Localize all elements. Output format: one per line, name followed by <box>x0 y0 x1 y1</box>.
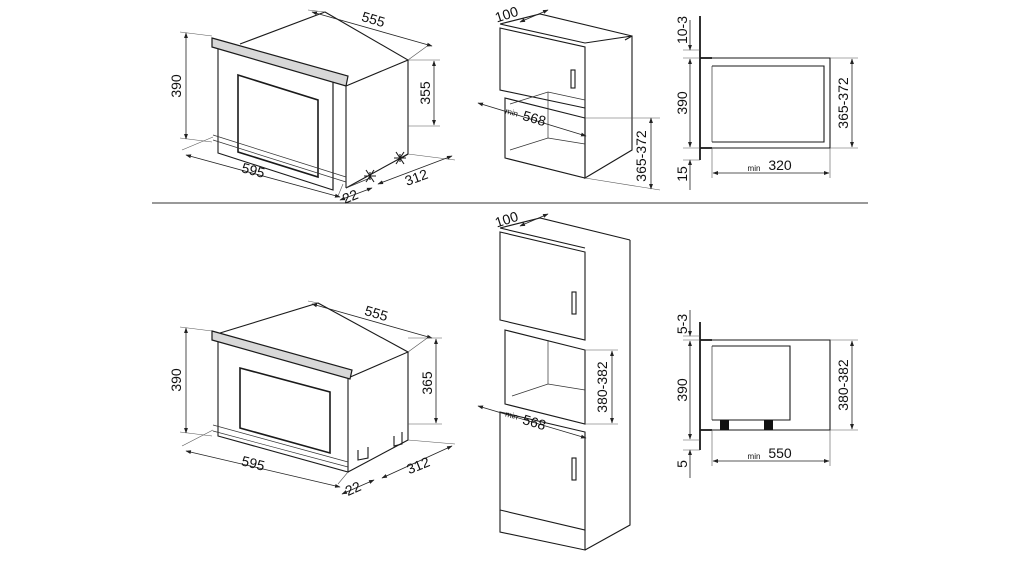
dim-section-gap-top-bottom: 5-3 <box>674 310 700 341</box>
dim-section-niche-height-bottom: 380-382 <box>830 339 858 431</box>
dim-label-section-depth-top: 320 <box>768 157 792 173</box>
dim-door-top: 22 <box>339 186 373 207</box>
dim-cabinet-depth-top: 312 <box>377 153 456 189</box>
dim-label-section-niche-height-bottom: 380-382 <box>835 359 851 411</box>
section-top <box>699 16 831 160</box>
dim-label-depth-top: 555 <box>360 8 387 30</box>
dim-label-section-height-bottom: 390 <box>674 378 690 402</box>
dim-label-cabinet-top-offset-bottom: 100 <box>493 208 520 231</box>
dim-width-bottom: 595 <box>181 429 349 488</box>
dim-height-top: 390 <box>168 31 213 143</box>
dim-min-label-niche-top: min <box>504 106 519 118</box>
dim-label-width-bottom: 595 <box>240 453 267 474</box>
cabinet-iso-top <box>499 13 633 179</box>
dim-label-section-gap-top-top: 10-3 <box>674 16 690 44</box>
dim-label-cabinet-depth-top: 312 <box>403 166 431 189</box>
dim-label-niche-width-bottom: 568 <box>521 411 548 433</box>
dim-niche-width-top: min 568 <box>477 102 587 137</box>
dim-label-section-depth-bottom: 550 <box>768 445 792 461</box>
dim-section-height-bottom: 390 <box>674 340 700 441</box>
cabinet-iso-bottom <box>499 217 631 551</box>
dim-depth-top: 555 <box>307 8 433 61</box>
dim-label-section-niche-height-top: 365-372 <box>835 77 851 129</box>
dim-niche-height-bottom: 380-382 <box>585 349 618 425</box>
dim-label-section-gap-top-bottom: 5-3 <box>674 314 690 334</box>
dim-label-height-bottom: 390 <box>168 368 184 392</box>
dim-label-niche-width-top: 568 <box>521 107 548 129</box>
dim-door-bottom: 22 <box>341 478 375 499</box>
dim-label-body-height-bottom: 365 <box>419 371 435 395</box>
dim-cabinet-top-offset-top: 100 <box>493 3 549 26</box>
oven-iso-bottom <box>211 302 410 473</box>
dim-label-niche-height-top: 365-372 <box>633 130 649 182</box>
oven-iso-top <box>211 11 410 191</box>
dim-niche-width-bottom: min 568 <box>477 405 587 439</box>
dim-cabinet-top-offset-bottom: 100 <box>493 208 549 231</box>
dim-min-label-section-bottom: min <box>748 452 761 461</box>
dim-label-section-gap-bottom-bottom: 5 <box>674 460 690 468</box>
dim-width-top: 595 <box>181 136 344 198</box>
dim-label-width-top: 595 <box>240 159 267 181</box>
dim-label-section-height-top: 390 <box>674 91 690 115</box>
dim-label-door-bottom: 22 <box>343 478 364 499</box>
dim-label-niche-height-bottom: 380-382 <box>594 361 610 413</box>
dim-cabinet-depth-bottom: 312 <box>381 439 456 479</box>
section-foot-front-bottom <box>720 420 729 430</box>
dim-depth-bottom: 555 <box>307 300 433 353</box>
dim-label-body-height-top: 355 <box>417 81 433 105</box>
dim-body-height-bottom: 365 <box>408 337 442 425</box>
section-bottom <box>699 322 831 450</box>
dim-label-door-top: 22 <box>340 186 361 207</box>
dim-section-height-top: 390 <box>674 58 700 149</box>
dim-section-gap-bottom-top: 15 <box>674 159 700 190</box>
dim-min-label-niche-bottom: min <box>504 409 519 421</box>
dim-section-depth-top: min 320 <box>711 148 831 178</box>
dim-label-cabinet-top-offset-top: 100 <box>493 3 520 26</box>
section-foot-rear-bottom <box>764 420 773 430</box>
dim-section-gap-bottom-bottom: 5 <box>674 449 700 478</box>
dim-height-bottom: 390 <box>168 326 213 437</box>
dim-section-gap-top-top: 10-3 <box>674 16 700 59</box>
dim-label-section-gap-bottom-top: 15 <box>674 166 690 182</box>
dim-niche-height-top: 365-372 <box>584 117 661 191</box>
dim-section-depth-bottom: min 550 <box>711 430 831 466</box>
dim-min-label-section-top: min <box>748 164 761 173</box>
dim-body-height-top: 355 <box>408 59 440 127</box>
dim-section-niche-height-top: 365-372 <box>830 57 858 149</box>
dim-label-depth-bottom: 555 <box>363 302 390 324</box>
dim-label-height-top: 390 <box>168 74 184 98</box>
